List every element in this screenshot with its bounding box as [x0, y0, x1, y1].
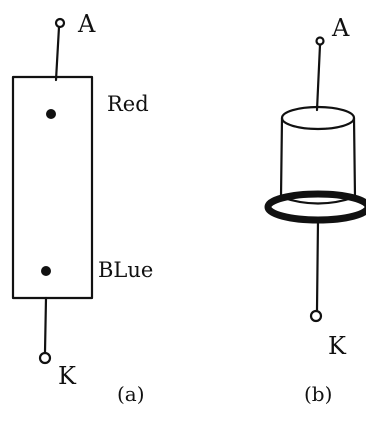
a-red-label: Red	[107, 92, 149, 116]
a-blue-label: BLue	[98, 258, 154, 282]
a-caption: (a)	[117, 382, 145, 406]
a-anode-terminal	[54, 17, 66, 29]
b-flange	[264, 190, 366, 224]
a-cathode-terminal	[38, 351, 52, 365]
a-led-body	[11, 75, 94, 300]
a-blue-dot	[41, 266, 51, 276]
a-red-dot	[46, 109, 56, 119]
b-cathode-lead	[315, 218, 320, 312]
a-anode-label: A	[78, 10, 96, 38]
a-cathode-lead	[43, 296, 48, 354]
b-anode-terminal	[315, 36, 325, 46]
b-caption: (b)	[304, 382, 333, 406]
b-anode-lead	[315, 43, 322, 112]
a-anode-lead	[54, 25, 61, 82]
a-cathode-label: K	[58, 362, 76, 390]
b-cylinder-sides	[279, 116, 357, 199]
b-anode-label: A	[332, 14, 350, 42]
b-cathode-label: K	[328, 332, 346, 360]
b-cathode-terminal	[309, 309, 323, 323]
